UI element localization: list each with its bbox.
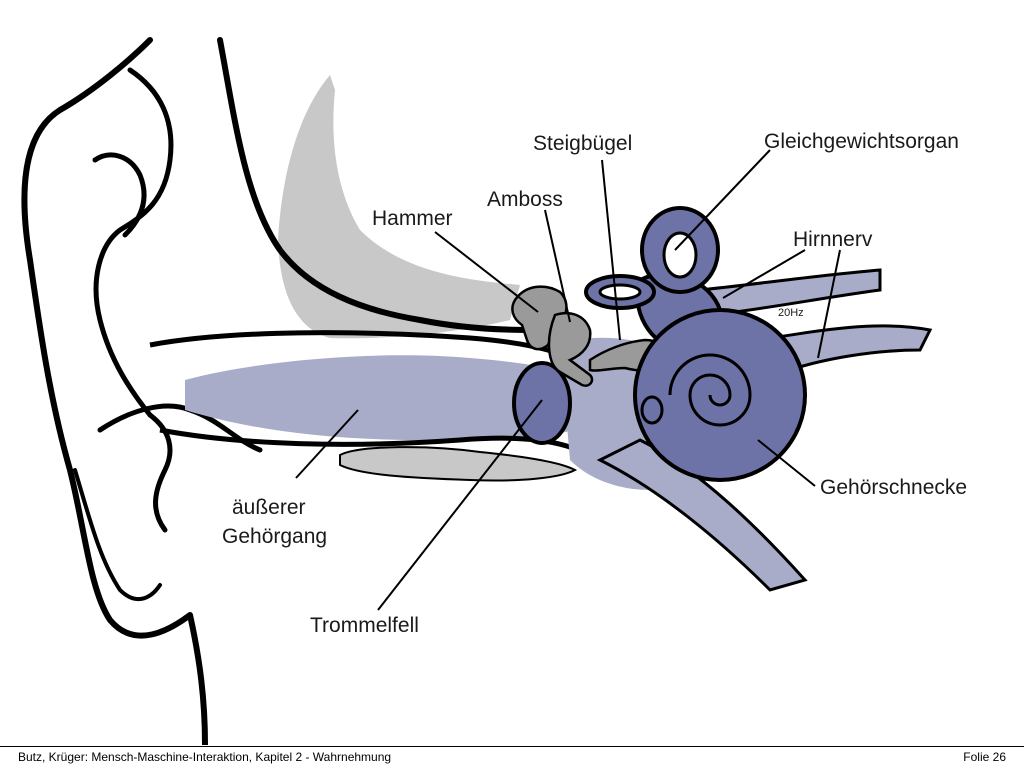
leader-gehoerschnecke: [757, 439, 816, 487]
semicircular-canal-b-hole: [598, 283, 642, 301]
pinna-outer-rim: [21, 37, 208, 745]
label-trommelfell: Trommelfell: [310, 614, 419, 637]
leader-trommelfell: [377, 399, 543, 611]
leader-hammer: [434, 231, 539, 313]
label-steigbuegel: Steigbügel: [533, 132, 632, 155]
pinna-inner-rim: [217, 37, 533, 333]
leader-steigbuegel: [601, 159, 621, 341]
label-gehoerschnecke: Gehörschnecke: [820, 476, 967, 499]
labels: Steigbügel Gleichgewichtsorgan Hammer Am…: [222, 130, 967, 637]
cochlea: [633, 308, 807, 482]
footer-slide-number: Folie 26: [963, 750, 1006, 764]
canal-shape: [185, 355, 575, 440]
lower-bone: [339, 446, 578, 482]
round-window: [640, 395, 664, 425]
eardrum: [512, 361, 572, 445]
label-hammer: Hammer: [372, 207, 453, 230]
auditory-nerve: [697, 268, 882, 317]
leader-aeusserer: [295, 409, 359, 479]
cochlea-spiral: [668, 353, 752, 427]
lobe-curve: [73, 468, 162, 601]
antihelix: [92, 152, 147, 238]
label-frequency: 20Hz: [778, 307, 804, 319]
anvil-bone: [547, 311, 594, 387]
inner-ear: [584, 206, 933, 482]
label-aeusserer: äußerer: [232, 496, 306, 519]
ear-anatomy-diagram: Steigbügel Gleichgewichtsorgan Hammer Am…: [21, 37, 967, 745]
leader-gleichgewicht: [674, 149, 771, 251]
nerve-lower: [756, 324, 933, 372]
bone-regions: [278, 75, 578, 482]
slide-footer: Butz, Krüger: Mensch-Maschine-Interaktio…: [0, 746, 1024, 769]
leader-lines: [295, 149, 841, 611]
leader-hirnnerv-1: [722, 249, 806, 299]
upper-bone: [278, 75, 520, 339]
pinna: [21, 37, 533, 745]
label-gehoergang: Gehörgang: [222, 525, 327, 548]
semicircular-canal-a-hole: [662, 231, 698, 279]
leader-hirnnerv-2: [817, 249, 841, 359]
helix-fold: [93, 67, 174, 418]
label-hirnnerv: Hirnnerv: [793, 228, 873, 251]
leader-amboss: [544, 209, 571, 323]
label-gleichgewichtsorgan: Gleichgewichtsorgan: [764, 130, 959, 153]
footer-source: Butz, Krüger: Mensch-Maschine-Interaktio…: [18, 750, 392, 764]
label-amboss: Amboss: [487, 188, 563, 211]
